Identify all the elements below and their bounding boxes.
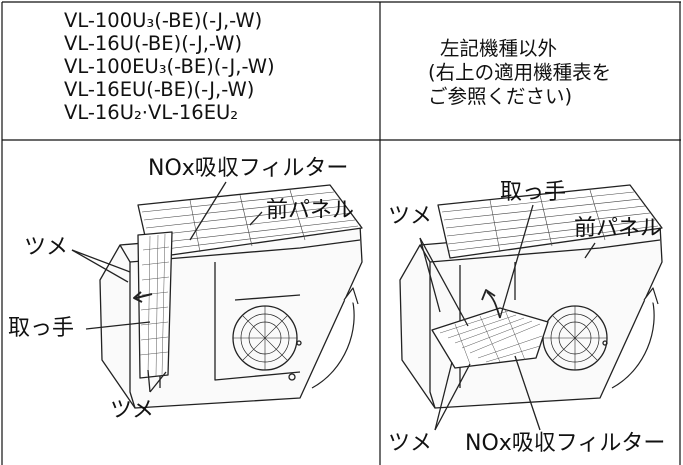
left-label-front-panel: 前パネル [266,198,355,223]
other-models-line-1: 左記機種以外 [440,37,558,60]
left-label-handle: 取っ手 [8,316,75,341]
right-label-tab-top: ツメ [388,204,433,229]
right-label-nox-filter: NOx吸収フィルター [465,431,666,456]
left-label-tab-top: ツメ [24,235,69,260]
right-label-handle: 取っ手 [500,180,567,205]
model-line-3: VL-100EU₃(-BE)(-J,-W) [64,55,275,78]
model-line-1: VL-100U₃(-BE)(-J,-W) [64,9,263,32]
left-label-tab-bottom: ツメ [110,398,155,423]
model-line-4: VL-16EU(-BE)(-J,-W) [64,78,255,101]
other-models-line-3: ご参照ください) [428,85,573,108]
left-label-nox-filter: NOx吸収フィルター [148,156,349,181]
model-line-2: VL-16U(-BE)(-J,-W) [64,32,243,55]
model-line-5: VL-16U₂·VL-16EU₂ [64,101,239,124]
right-label-tab-bottom: ツメ [388,431,433,456]
right-label-front-panel: 前パネル [574,216,663,241]
other-models-line-2: (右上の適用機種表を [428,61,612,84]
